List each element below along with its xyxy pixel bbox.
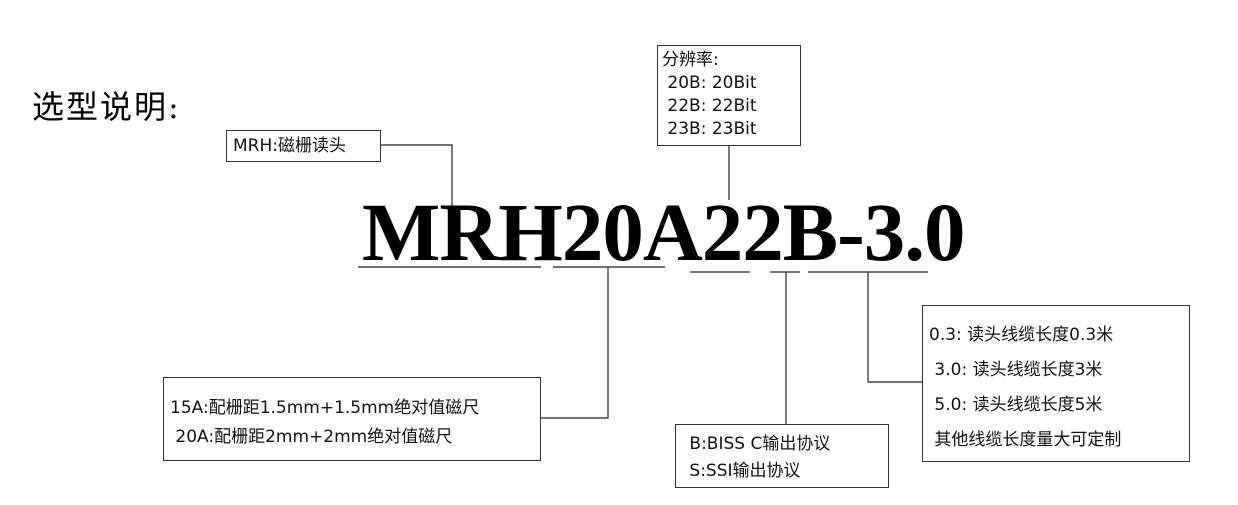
protocol-box: B:BISS C输出协议 S:SSI输出协议 (675, 424, 889, 488)
cable-length-option: 5.0: 读头线缆长度5米 (929, 395, 1103, 415)
scale-pitch-box: 15A:配栅距1.5mm+1.5mm绝对值磁尺 20A:配栅距2mm+2mm绝对… (163, 377, 541, 461)
resolution-option: 22B: 22Bit (662, 96, 757, 116)
protocol-option: B:BISS C输出协议 (684, 434, 831, 454)
page-title: 选型说明: (32, 88, 181, 126)
cable-length-option: 其他线缆长度量大可定制 (929, 430, 1122, 450)
cable-length-option: 0.3: 读头线缆长度0.3米 (929, 325, 1114, 345)
scale-pitch-option: 15A:配栅距1.5mm+1.5mm绝对值磁尺 (170, 398, 480, 418)
resolution-box: 分辨率: 20B: 20Bit 22B: 22Bit 23B: 23Bit (657, 45, 801, 146)
scale-pitch-option: 20A:配栅距2mm+2mm绝对值磁尺 (170, 427, 453, 447)
head-type-label: MRH:磁栅读头 (233, 136, 346, 156)
head-type-box: MRH:磁栅读头 (226, 130, 381, 162)
model-code: MRH20A22B-3.0 (362, 186, 966, 278)
resolution-heading: 分辨率: (662, 50, 719, 70)
resolution-option: 23B: 23Bit (662, 119, 757, 139)
cable-length-box: 0.3: 读头线缆长度0.3米 3.0: 读头线缆长度3米 5.0: 读头线缆长… (922, 305, 1190, 462)
resolution-option: 20B: 20Bit (662, 73, 757, 93)
protocol-option: S:SSI输出协议 (684, 461, 801, 481)
cable-length-option: 3.0: 读头线缆长度3米 (929, 360, 1103, 380)
